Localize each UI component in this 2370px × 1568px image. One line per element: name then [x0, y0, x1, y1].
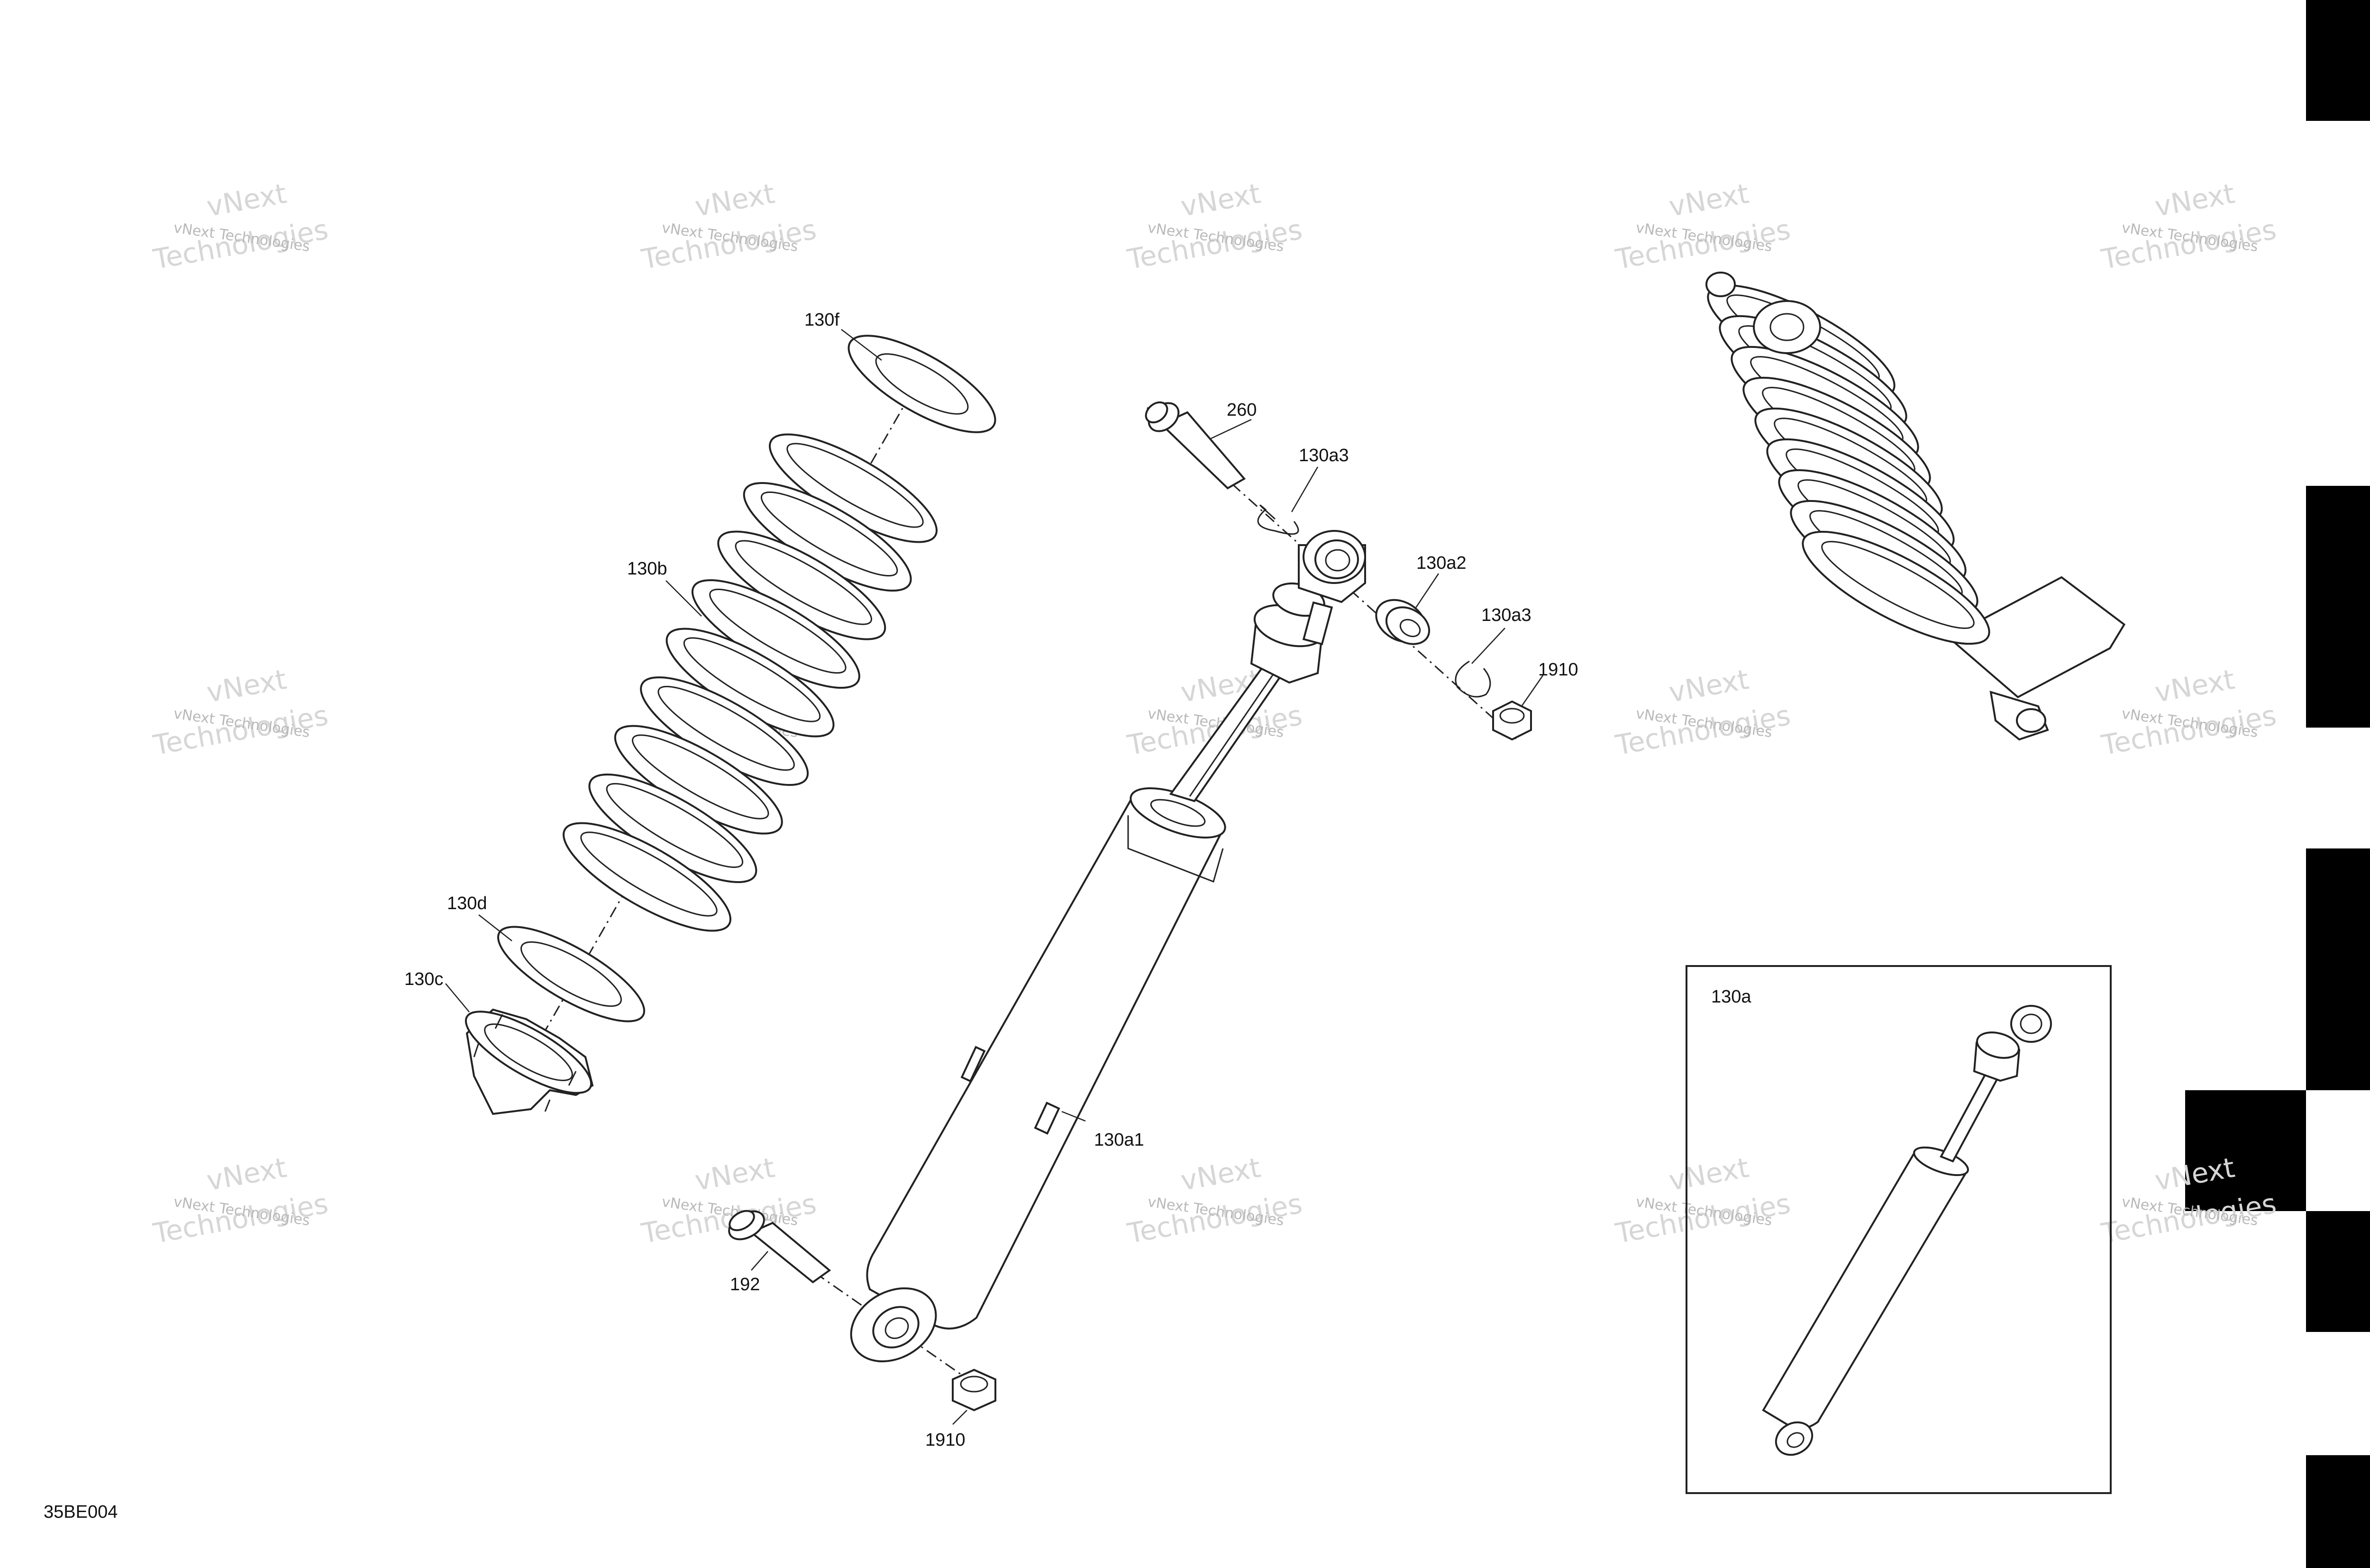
- watermark: Technologies vNext vNext Technologies: [639, 1151, 819, 1250]
- shock-absorber-130a1: [777, 407, 1518, 1399]
- upper-eye: [1298, 530, 1366, 603]
- circlip-130a3-top: [1257, 504, 1299, 535]
- upper-bumper: [1250, 582, 1333, 684]
- assembled-spring-coils: [1707, 284, 1990, 645]
- assembled-shock: [1705, 272, 2126, 741]
- callouts: 130f 130b 130d 130c 260 130a3 130a2 130a…: [404, 310, 1578, 1450]
- spring-coil-inner: [606, 783, 744, 868]
- circlip-130a3-mid: [1455, 660, 1491, 698]
- assembled-coil-inner: [1821, 541, 1975, 629]
- callout-130a3-mid: 130a3: [1481, 605, 1531, 625]
- upper-mount-axis: [1146, 407, 1518, 740]
- upper-spring-seat-130f: [848, 335, 996, 433]
- callout-130c: 130c: [404, 969, 443, 989]
- spring-coil-inner: [709, 588, 847, 674]
- spring-coil-inner: [632, 734, 769, 820]
- bushing-130a2: [1375, 599, 1431, 645]
- watermark: Technologies vNext vNext Technologies: [1613, 1151, 1793, 1250]
- callout-192: 192: [730, 1275, 760, 1295]
- watermark: Technologies vNext vNext Technologies: [2099, 177, 2279, 276]
- callout-130a2: 130a2: [1416, 553, 1467, 573]
- drawing-code: 35BE004: [44, 1502, 118, 1522]
- callout-130a3-top: 130a3: [1299, 446, 1349, 465]
- callout-1910-top: 1910: [1538, 660, 1578, 680]
- lower-mount-axis: [777, 1246, 996, 1399]
- spring-coil: [563, 822, 731, 932]
- inset-label: 130a: [1711, 987, 1751, 1007]
- svg-text:vNext: vNext: [1667, 1151, 1751, 1197]
- watermarks: Technologies vNext vNext Technologies Te…: [151, 177, 2279, 1250]
- callout-260: 260: [1227, 400, 1257, 420]
- svg-text:vNext: vNext: [204, 177, 289, 223]
- watermark: Technologies vNext vNext Technologies: [151, 663, 331, 762]
- svg-text:vNext: vNext: [693, 177, 777, 223]
- svg-text:vNext: vNext: [1667, 663, 1751, 709]
- spring-coil-inner: [735, 540, 872, 625]
- edge-index-tabs: [2185, 0, 2370, 1568]
- assembled-coil: [1802, 530, 1990, 645]
- callout-130b: 130b: [627, 559, 667, 579]
- callout-130f: 130f: [804, 310, 839, 330]
- svg-text:vNext: vNext: [2152, 663, 2237, 709]
- lower-bolt-192: [728, 1210, 831, 1284]
- watermark: Technologies vNext vNext Technologies: [151, 177, 331, 276]
- svg-text:vNext: vNext: [204, 1151, 289, 1197]
- svg-text:vNext: vNext: [693, 1151, 777, 1197]
- watermark: Technologies vNext vNext Technologies: [639, 177, 819, 276]
- watermark: Technologies vNext vNext Technologies: [1613, 663, 1793, 762]
- nut-1910-top: [1492, 700, 1532, 741]
- callout-1910-bottom: 1910: [925, 1430, 966, 1450]
- watermark: Technologies vNext vNext Technologies: [2099, 663, 2279, 762]
- svg-text:vNext: vNext: [1667, 177, 1751, 223]
- coil-spring-130b: [563, 433, 938, 932]
- spring-coil-inner: [786, 443, 924, 528]
- shock-body: [866, 795, 1224, 1330]
- nut-1910-bottom: [952, 1368, 996, 1412]
- svg-text:vNext: vNext: [1178, 1151, 1263, 1197]
- lower-spring-washer-130d: [497, 926, 646, 1022]
- adjuster-collar-130c: [465, 1008, 594, 1115]
- svg-text:vNext: vNext: [1178, 177, 1263, 223]
- watermark: Technologies vNext vNext Technologies: [151, 1151, 331, 1250]
- lower-eye: [850, 1287, 937, 1363]
- svg-text:vNext: vNext: [2152, 177, 2237, 223]
- callout-130a1: 130a1: [1094, 1130, 1144, 1150]
- watermark: Technologies vNext vNext Technologies: [1613, 177, 1793, 276]
- spring-assembly: [465, 335, 996, 1115]
- spring-coil-inner: [760, 491, 898, 577]
- leader-lines: [445, 329, 1544, 1425]
- spring-coil-inner: [580, 831, 718, 917]
- watermark: Technologies vNext vNext Technologies: [1125, 177, 1305, 276]
- upper-bolt-260: [1145, 401, 1246, 490]
- watermark: Technologies vNext vNext Technologies: [1125, 1151, 1305, 1250]
- svg-text:vNext: vNext: [204, 663, 289, 709]
- spring-coil-inner: [683, 637, 821, 722]
- inset-130a: 130a: [1686, 965, 2112, 1494]
- callout-130d: 130d: [447, 893, 487, 913]
- spring-coil-inner: [657, 685, 795, 771]
